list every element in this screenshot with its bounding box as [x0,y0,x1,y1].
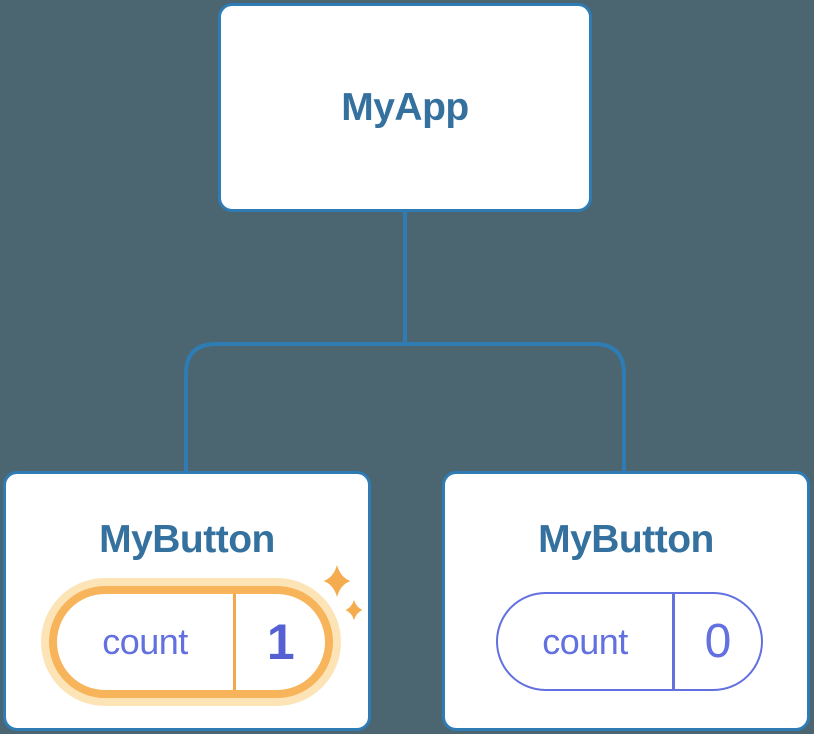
node-mybutton-right: MyButton count 0 [442,471,810,731]
state-pill-highlighted: count 1 [49,586,333,698]
state-value: 1 [266,614,295,670]
state-key: count [542,620,628,662]
state-value-cell: 1 [236,594,325,690]
state-key: count [102,621,188,662]
state-pill-plain: count 0 [496,592,763,691]
sparkle-icon [345,600,363,620]
state-value: 0 [704,615,732,668]
pill-divider [233,594,236,690]
node-label: MyButton [538,518,714,561]
connector-branch [184,342,626,474]
node-mybutton-left: MyButton count 1 [3,471,371,731]
sparkle-icons [323,565,363,620]
node-label: MyButton [99,518,275,561]
node-label: MyApp [341,85,469,129]
state-value-cell: 0 [675,594,762,689]
pill-divider [672,594,675,689]
sparkle-icon [323,565,351,597]
state-key-cell: count [57,594,233,690]
state-key-cell: count [498,594,672,689]
node-myapp: MyApp [218,3,592,212]
